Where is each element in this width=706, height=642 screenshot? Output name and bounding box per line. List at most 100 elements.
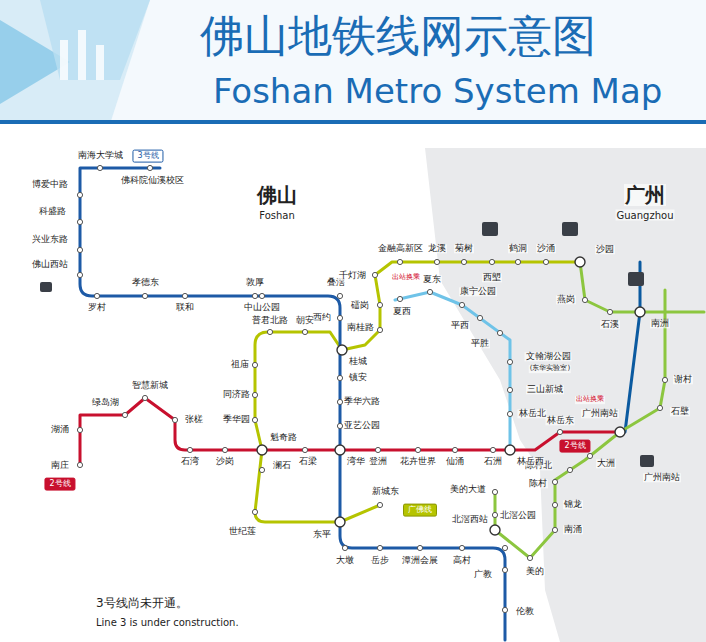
station-dot [515,259,520,264]
station-dot [377,327,382,332]
station-name: 罗村 [87,303,107,312]
station-dot [342,545,347,550]
station-dot [259,467,264,472]
station-name: 沙涌 [536,244,556,253]
station-dot [302,329,307,334]
badge-text: 广佛线 [408,505,432,514]
station-name: 桂城 [348,357,368,366]
station-name: 孝德东 [131,278,160,287]
station-dot [187,447,192,452]
station-dot [507,359,512,364]
station-dot [337,315,342,320]
station-dot [552,527,557,532]
station-name: 亚艺公园 [343,421,381,430]
station-dot [477,315,482,320]
station-name: 世纪莲 [228,527,257,536]
station-name: 花卉世界 [399,457,437,466]
station-dot [252,509,257,514]
station-dot [492,489,497,494]
station-name: 科盛路 [38,207,67,216]
map-text: Line 3 is under construction. [95,617,240,628]
station-dot [492,512,497,517]
station-name: 大墩 [335,556,355,565]
station-name: 菊树 [454,244,474,253]
station-name: 沙园 [595,245,615,254]
station-name: 南涌 [563,525,583,534]
station-name: 季华六路 [343,397,381,406]
station-dot [267,329,272,334]
station-name: 锦龙 [563,500,583,509]
station-name: 敦厚 [245,278,265,287]
station-name: 平西 [450,321,470,330]
station-dot [259,293,264,298]
station-name: 石湾 [180,457,200,466]
station-name: 湾华 [346,457,366,466]
station-name: 美的大道 [449,485,487,494]
station-dot [77,219,82,224]
station-dot [497,330,502,335]
station-name: 伦教 [515,607,535,616]
interchange-dot [490,525,500,535]
station-name: 广州南站 [643,473,681,482]
station-name: 岳步 [370,556,390,565]
station-name: 南桂路 [346,323,375,332]
station-name: 平胜 [470,339,490,348]
station-dot [507,387,512,392]
station-name: 美的 [525,567,545,576]
station-dot [427,289,432,294]
station-name: 康宁公园 [459,287,497,296]
station-dot [372,272,377,277]
station-name: 仙涌 [445,457,465,466]
map-caption: 3号线尚未开通。 [95,597,189,610]
station-dot [77,462,82,467]
station-dot [552,502,557,507]
station-name: 夏东 [422,275,442,284]
station-dot [527,555,532,560]
interchange-dot [575,257,585,267]
station-dot [142,395,147,400]
station-dot [337,375,342,380]
station-dot [489,259,494,264]
station-name: 林岳东 [546,416,575,425]
station-name: 沙岗 [215,457,235,466]
station-name: 石壁 [670,407,690,416]
station-dot [461,259,466,264]
station-dot [94,293,99,298]
station-dot [252,417,257,422]
station-name: 佛科院仙溪校区 [120,176,185,185]
station-dot [77,272,82,277]
station-dot [77,192,82,197]
line-badge: 广佛线 [403,504,437,517]
station-name: 高村 [452,556,472,565]
station-dot [397,259,402,264]
station-dot [582,297,587,302]
station-dot [490,447,495,452]
station-name: 同济路 [222,390,251,399]
station-name: 兴业东路 [31,235,69,244]
station-dot [377,302,382,307]
station-dot [662,377,667,382]
station-name: 朝安 [295,316,315,325]
station-name: 北滘公园 [499,511,537,520]
station-name: 澜石 [272,461,292,470]
station-name: 东平 [312,530,332,539]
station-dot [543,259,548,264]
station-name: 石溪 [600,320,620,329]
station-name: 镇安 [348,373,368,382]
station-dot [507,411,512,416]
interchange-dot [615,427,625,437]
station-dot [222,447,227,452]
station-name: 中山公园 [243,303,281,312]
station-dot [557,429,562,434]
station-dot [252,362,257,367]
station-name: 广教 [473,570,493,579]
station-dot [502,607,507,612]
station-name: 博爱中路 [31,180,69,189]
badge-text: 3号线 [137,151,158,160]
station-name: 石洲 [483,457,503,466]
station-name: 龙溪 [427,244,447,253]
station-dot [337,293,342,298]
station-dot [122,412,127,417]
station-dot [552,479,557,484]
station-name: (东华实验室) [529,365,571,373]
